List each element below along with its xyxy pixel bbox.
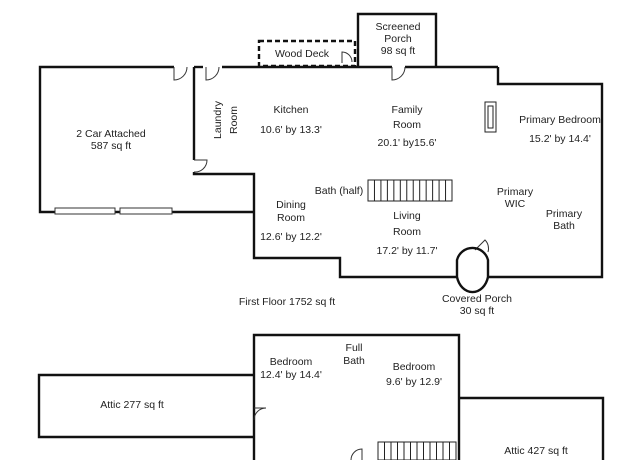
fireplace bbox=[484, 101, 497, 133]
dining-room-name-2: Room bbox=[277, 212, 305, 224]
laundry-door bbox=[205, 66, 220, 81]
garage-name: 2 Car Attached bbox=[76, 128, 146, 140]
primary-wic-name-1: Primary bbox=[497, 186, 534, 198]
wood-deck-outline bbox=[257, 39, 357, 68]
laundry-name-1: Laundry bbox=[212, 100, 224, 139]
wood-deck-label: Wood Deck bbox=[275, 48, 330, 60]
second-floor-walls bbox=[37, 333, 605, 460]
screened-porch-area: 98 sq ft bbox=[381, 45, 416, 57]
laundry-side-door bbox=[193, 159, 208, 173]
right-walls bbox=[488, 67, 604, 279]
dining-room-name-1: Dining bbox=[276, 199, 306, 211]
dining-room-dims: 12.6' by 12.2' bbox=[260, 231, 322, 243]
half-bath-label: Bath (half) bbox=[315, 185, 363, 197]
screened-porch-name-1: Screened bbox=[376, 21, 421, 33]
attic-right-label: Attic 427 sq ft bbox=[504, 445, 568, 457]
garage-door-2 bbox=[119, 207, 173, 215]
living-room-dims: 17.2' by 11.7' bbox=[376, 245, 437, 257]
full-bath-name-2: Bath bbox=[343, 355, 365, 367]
bedroom-1-dims: 12.4' by 14.4' bbox=[260, 369, 322, 381]
bedroom-2-name: Bedroom bbox=[393, 361, 436, 373]
garage-door-1 bbox=[54, 207, 116, 215]
kitchen-name: Kitchen bbox=[273, 104, 308, 116]
screened-porch-walls bbox=[356, 12, 438, 67]
garage-area: 587 sq ft bbox=[91, 140, 131, 152]
laundry-lower-wall bbox=[192, 172, 457, 279]
attic-left-label: Attic 277 sq ft bbox=[100, 399, 164, 411]
covered-porch-name: Covered Porch bbox=[442, 293, 512, 305]
front-door bbox=[474, 239, 489, 253]
primary-bedroom-dims: 15.2' by 14.4' bbox=[529, 133, 591, 145]
attic-left-door bbox=[253, 407, 267, 421]
first-floor-total: First Floor 1752 sq ft bbox=[239, 296, 335, 308]
porch-door bbox=[391, 66, 406, 81]
first-floor-stairs bbox=[367, 179, 453, 202]
primary-bedroom-name: Primary Bedroom bbox=[519, 114, 601, 126]
second-floor-stairs bbox=[377, 441, 457, 460]
primary-bath-name-1: Primary bbox=[546, 208, 583, 220]
family-room-name-1: Family bbox=[392, 104, 424, 116]
family-room-name-2: Room bbox=[393, 119, 421, 131]
attic-left-walls bbox=[37, 373, 254, 439]
screened-porch-name-2: Porch bbox=[384, 33, 412, 45]
first-floor-doors bbox=[173, 51, 489, 253]
full-bath-name-1: Full bbox=[346, 342, 363, 354]
laundry-name-2: Room bbox=[228, 106, 240, 134]
bedroom-1-name: Bedroom bbox=[270, 356, 313, 368]
garage-entry-door bbox=[173, 66, 188, 81]
primary-wic-name-2: WIC bbox=[505, 198, 526, 210]
family-room-dims: 20.1' by15.6' bbox=[378, 137, 437, 149]
upstairs-door bbox=[350, 448, 363, 460]
living-room-name-2: Room bbox=[393, 226, 421, 238]
attic-right-walls bbox=[459, 396, 605, 460]
covered-porch-outline bbox=[455, 246, 490, 294]
fireplace-inner bbox=[487, 105, 494, 129]
living-room-name-1: Living bbox=[393, 210, 421, 222]
covered-porch-area: 30 sq ft bbox=[460, 305, 495, 317]
deck-door bbox=[341, 51, 353, 63]
primary-bath-name-2: Bath bbox=[553, 220, 575, 232]
stair-outline bbox=[367, 179, 453, 202]
kitchen-dims: 10.6' by 13.3' bbox=[260, 124, 322, 136]
bedroom-2-dims: 9.6' by 12.9' bbox=[386, 376, 442, 388]
